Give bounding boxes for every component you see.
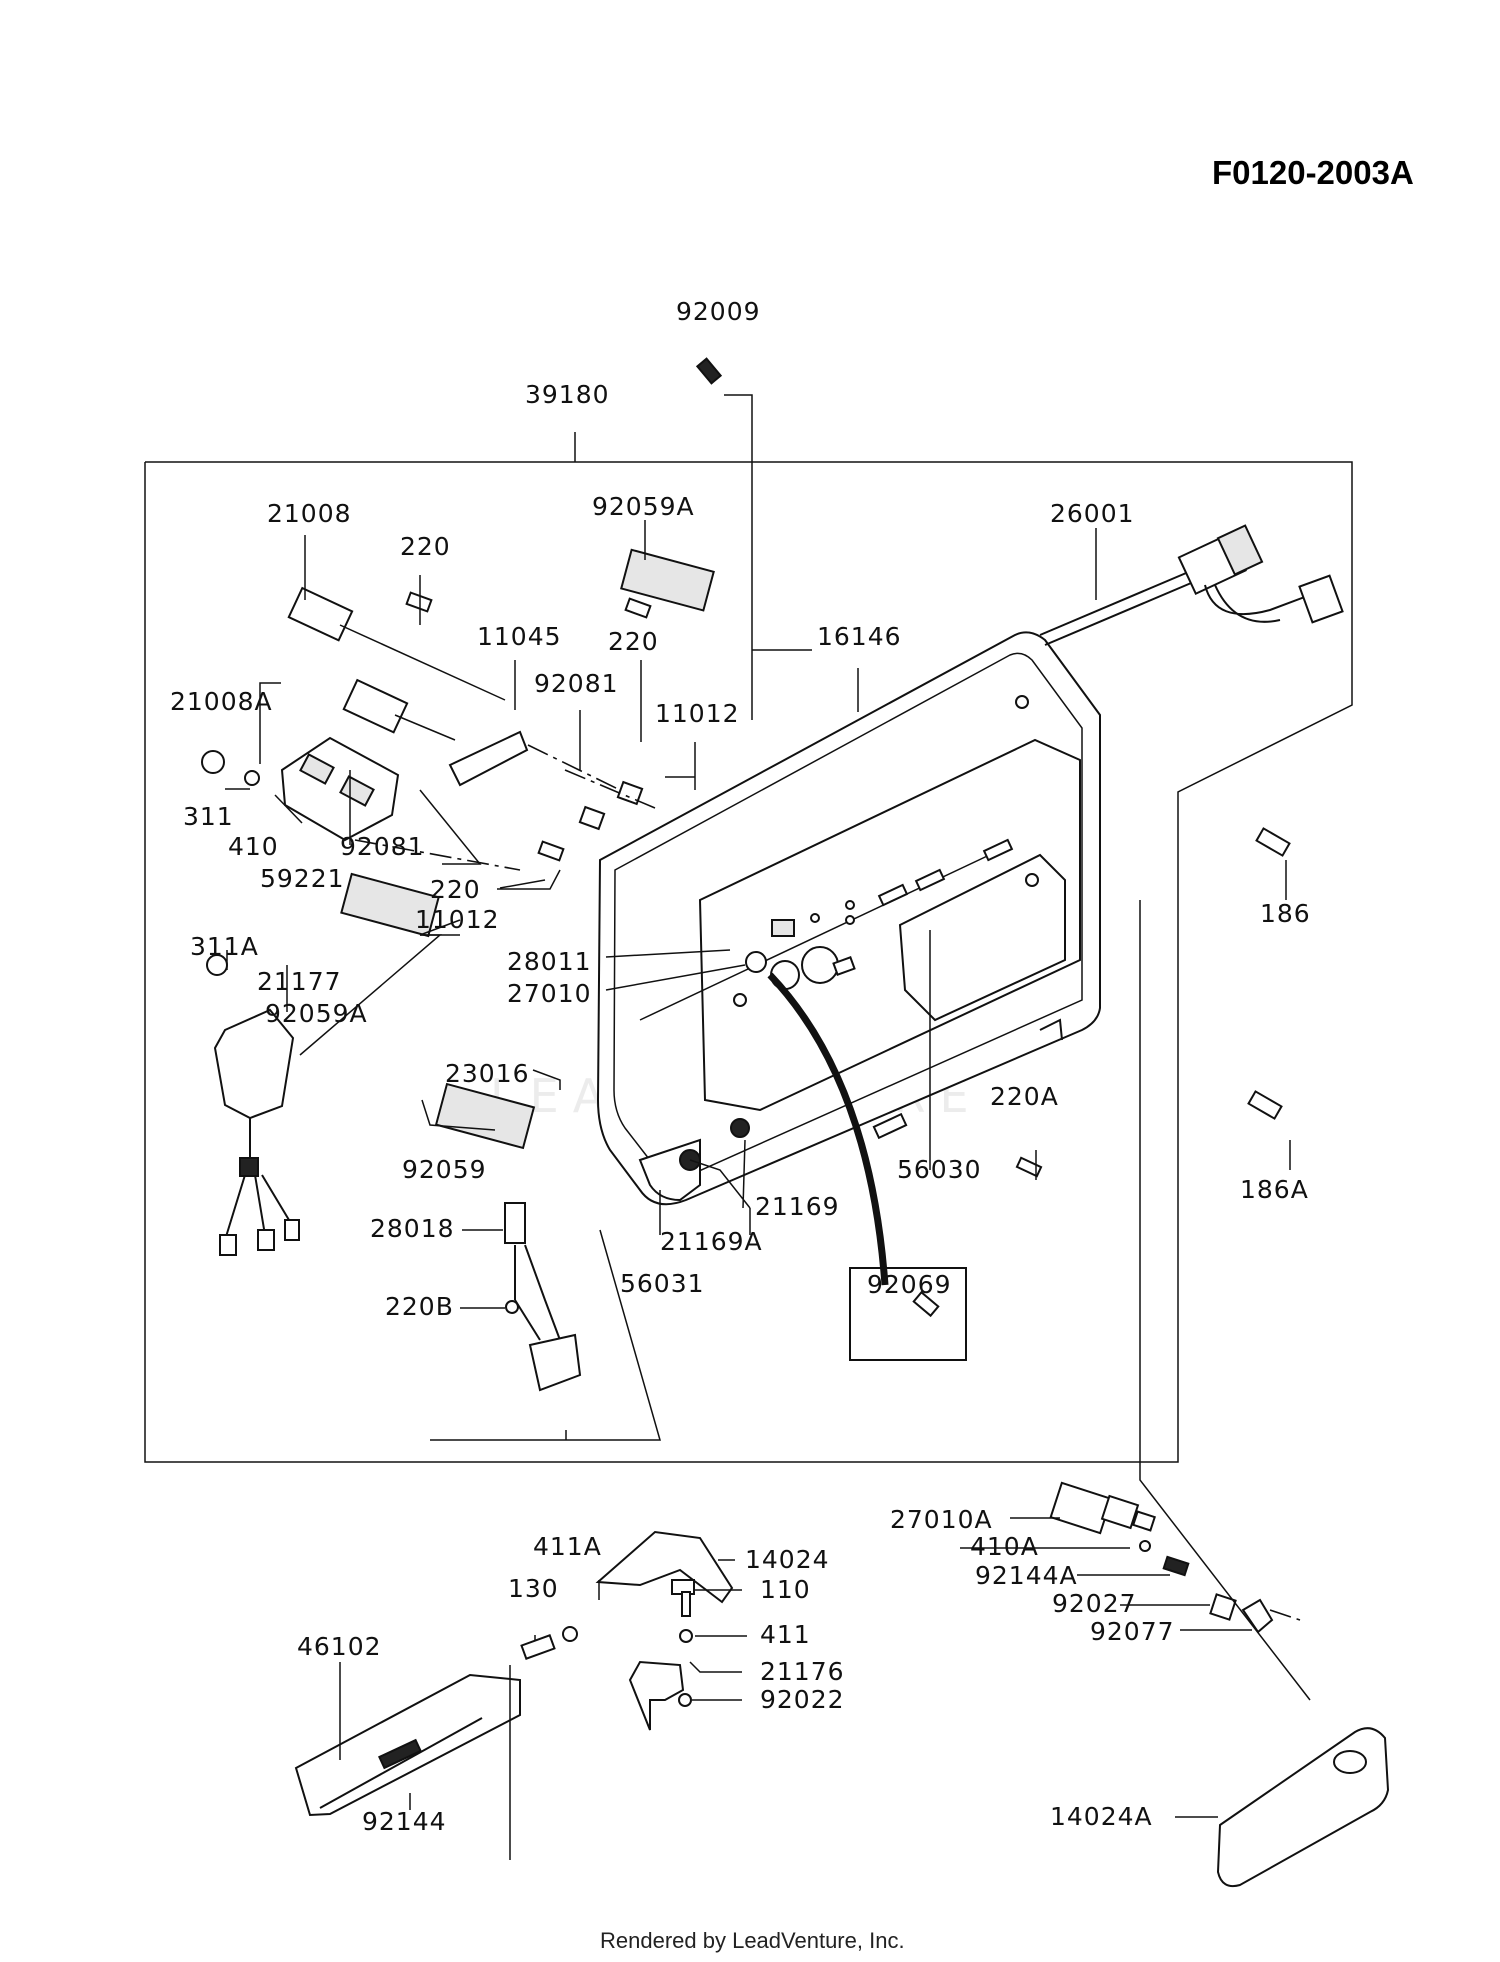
label-186A: 186A <box>1240 1175 1309 1204</box>
label-11012-low: 11012 <box>415 905 500 934</box>
label-92144A: 92144A <box>975 1561 1078 1590</box>
label-92022: 92022 <box>760 1685 845 1714</box>
label-28011: 28011 <box>507 947 592 976</box>
leader-lines <box>225 394 1291 1818</box>
wire-harness <box>1039 524 1344 646</box>
label-92081-top: 92081 <box>534 669 619 698</box>
label-92069: 92069 <box>867 1270 952 1299</box>
label-220-low: 220 <box>430 875 481 904</box>
decal-92059A-low <box>340 872 440 938</box>
module-21177 <box>206 954 300 1256</box>
label-23016: 23016 <box>445 1059 530 1088</box>
control-panel <box>596 631 1101 1206</box>
bracket-assembly <box>294 1530 734 1860</box>
decal-92059 <box>434 1082 536 1150</box>
label-311: 311 <box>183 802 234 831</box>
cover-and-switch <box>1049 900 1390 1888</box>
label-21169A: 21169A <box>660 1227 763 1256</box>
label-26001: 26001 <box>1050 499 1135 528</box>
label-11045: 11045 <box>477 622 562 651</box>
label-186: 186 <box>1260 899 1311 928</box>
label-410: 410 <box>228 832 279 861</box>
label-56031: 56031 <box>620 1269 705 1298</box>
label-59221: 59221 <box>260 864 345 893</box>
label-92077: 92077 <box>1090 1617 1175 1646</box>
label-28018: 28018 <box>370 1214 455 1243</box>
label-311A: 311A <box>190 932 259 961</box>
label-21176: 21176 <box>760 1657 845 1686</box>
label-92059A-low: 92059A <box>265 999 368 1028</box>
label-21169: 21169 <box>755 1192 840 1221</box>
label-92059A-top: 92059A <box>592 492 695 521</box>
label-92027: 92027 <box>1052 1589 1137 1618</box>
label-130: 130 <box>508 1574 559 1603</box>
label-56030: 56030 <box>897 1155 982 1184</box>
label-11012-top: 11012 <box>655 699 740 728</box>
label-14024: 14024 <box>745 1545 830 1574</box>
label-46102: 46102 <box>297 1632 382 1661</box>
label-411A: 411A <box>533 1532 602 1561</box>
label-220A: 220A <box>990 1082 1059 1111</box>
label-14024A: 14024A <box>1050 1802 1153 1831</box>
label-110: 110 <box>760 1575 811 1604</box>
label-27010A: 27010A <box>890 1505 993 1534</box>
decal-92059A-top <box>620 548 715 612</box>
label-16146: 16146 <box>817 622 902 651</box>
assembly-frame <box>144 432 1353 1463</box>
label-21008A: 21008A <box>170 687 273 716</box>
label-92059: 92059 <box>402 1155 487 1184</box>
label-21008: 21008 <box>267 499 352 528</box>
label-92081-bot: 92081 <box>340 832 425 861</box>
callout-box-92069 <box>849 1267 967 1361</box>
label-220-top: 220 <box>400 532 451 561</box>
label-39180: 39180 <box>525 380 610 409</box>
label-27010: 27010 <box>507 979 592 1008</box>
left-components <box>201 586 656 871</box>
part-labels: 92009 39180 21008 220 92059A 26001 11045… <box>170 297 1311 1836</box>
label-92144: 92144 <box>362 1807 447 1836</box>
label-411: 411 <box>760 1620 811 1649</box>
ground-wire <box>767 972 889 1286</box>
label-410A: 410A <box>970 1532 1039 1561</box>
label-220B: 220B <box>385 1292 454 1321</box>
diagram-code: F0120-2003A <box>1212 154 1414 191</box>
connector-28018 <box>504 1202 582 1392</box>
label-220-mid: 220 <box>608 627 659 656</box>
label-92009: 92009 <box>676 297 761 326</box>
label-21177: 21177 <box>257 967 342 996</box>
footer-credit: Rendered by LeadVenture, Inc. <box>600 1928 905 1953</box>
bolts <box>695 357 1291 1318</box>
